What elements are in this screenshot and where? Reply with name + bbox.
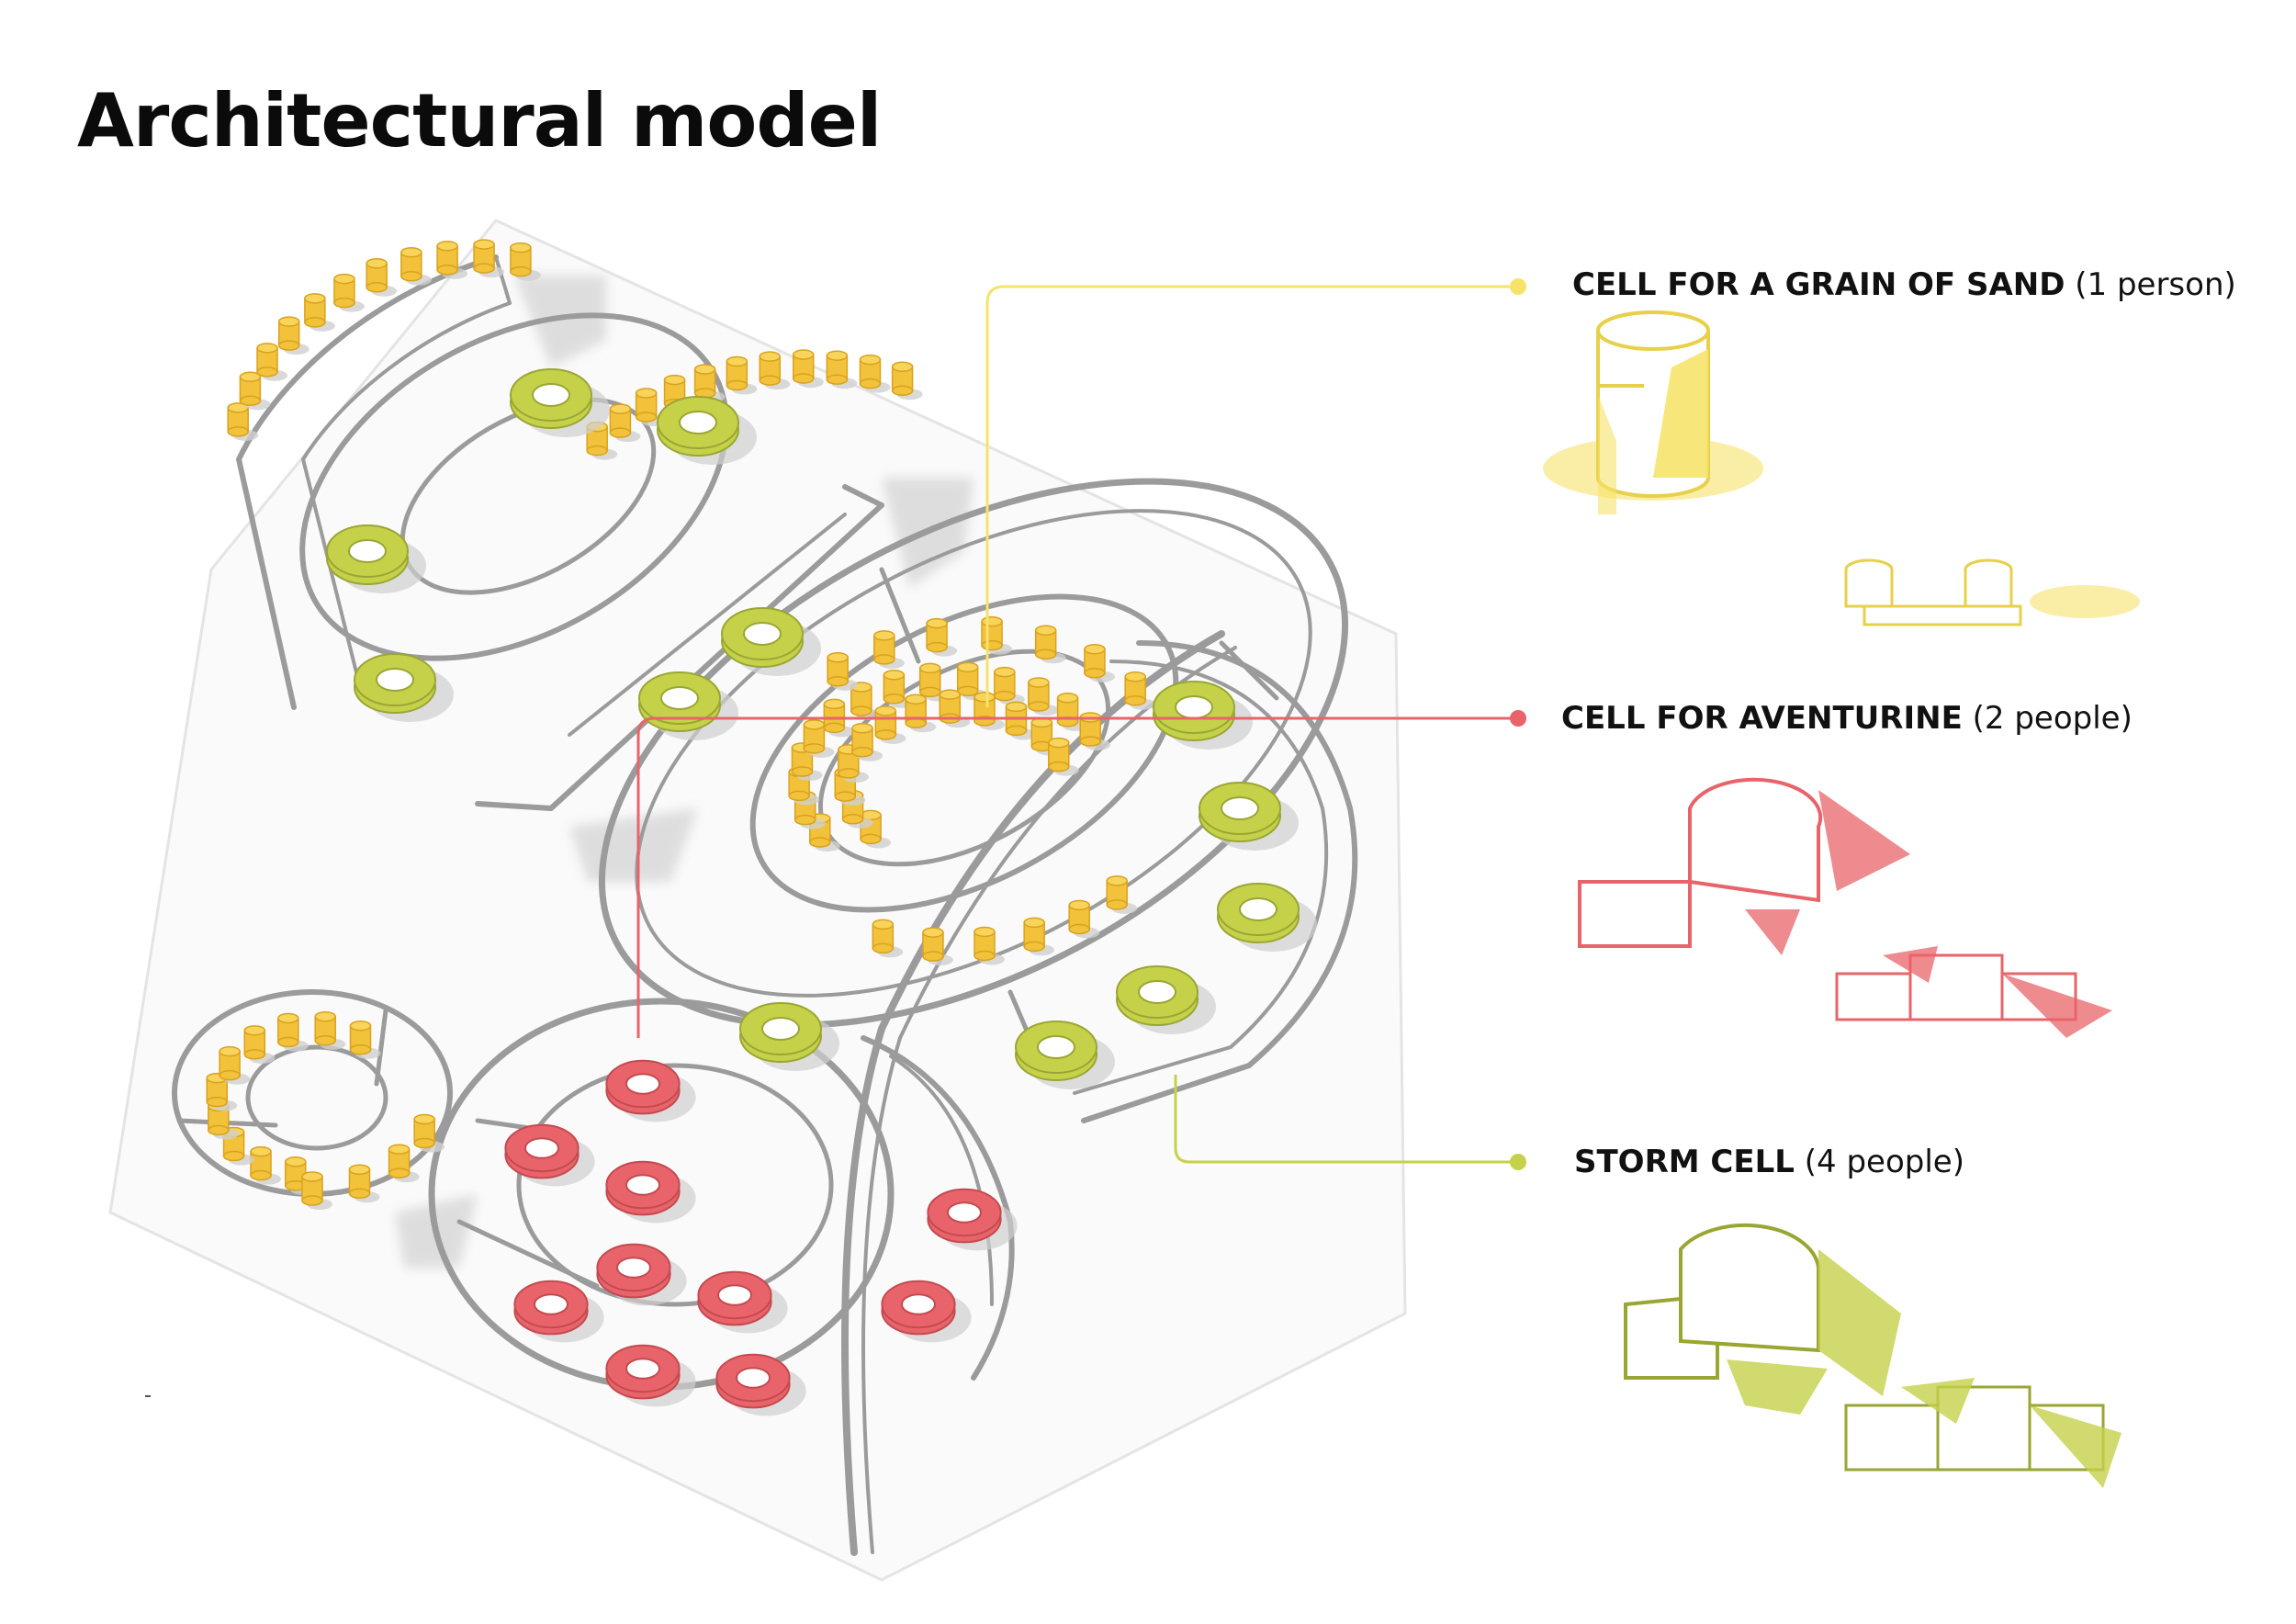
storm-cell xyxy=(657,396,757,465)
cylinder-cell-icon xyxy=(1543,310,2140,626)
aventurine-cell xyxy=(596,1243,687,1306)
storm-cell xyxy=(1153,681,1253,750)
sand-cell xyxy=(277,316,310,355)
storm-cell xyxy=(1199,782,1299,851)
sand-cell xyxy=(1023,917,1055,956)
storm-cell xyxy=(326,524,426,593)
storm-cell xyxy=(1015,1021,1115,1089)
storm-cell xyxy=(1217,883,1317,952)
sand-cell xyxy=(436,241,468,279)
aventurine-cell xyxy=(504,1123,595,1187)
storm-cell xyxy=(739,1002,839,1071)
sand-cell xyxy=(851,722,884,761)
sand-cell xyxy=(314,1010,346,1050)
aventurine-cell xyxy=(715,1353,806,1416)
sand-cell xyxy=(1068,899,1100,939)
sand-cell xyxy=(974,692,1005,730)
sand-cell xyxy=(510,242,541,281)
storm-cell xyxy=(1116,965,1216,1034)
sand-cell xyxy=(250,1145,282,1185)
sand-cell xyxy=(277,1012,309,1052)
legend-aventurine-name: CELL FOR AVENTURINE xyxy=(1561,700,1963,737)
sand-cell xyxy=(304,293,335,332)
sand-cell xyxy=(1124,671,1156,710)
quad-ring-cell-icon xyxy=(1624,1223,2122,1488)
sand-cell xyxy=(348,1164,380,1203)
sand-cell xyxy=(918,662,951,702)
sand-cell xyxy=(922,927,953,966)
sand-cell xyxy=(243,1025,276,1064)
sand-cell xyxy=(1084,643,1115,682)
aventurine-cell xyxy=(881,1280,972,1343)
aventurine-cell xyxy=(697,1270,788,1334)
aventurine-cell xyxy=(513,1280,604,1343)
double-ring-cell-icon xyxy=(1578,777,2112,1038)
sand-cell xyxy=(859,354,891,393)
sand-cell xyxy=(793,349,824,389)
sand-cell xyxy=(726,355,758,395)
page-title: Architectural model xyxy=(77,78,882,164)
sand-cell xyxy=(974,926,1006,965)
sand-cell xyxy=(473,239,505,278)
storm-cell xyxy=(354,653,454,722)
sand-cell xyxy=(1106,875,1138,914)
sand-cell xyxy=(872,919,904,958)
sand-cell xyxy=(994,666,1025,705)
sand-cell xyxy=(219,1045,251,1085)
leader-line-aventurine xyxy=(636,716,1515,1038)
sand-cell xyxy=(333,273,365,312)
sand-cell xyxy=(366,257,398,297)
legend-storm-capacity: (4 people) xyxy=(1804,1144,1964,1180)
sand-cell xyxy=(301,1171,332,1210)
sand-cell xyxy=(823,698,855,738)
sand-cell xyxy=(827,652,859,691)
storm-cell xyxy=(510,368,610,437)
aventurine-cells xyxy=(504,1059,1018,1416)
legend-sand-name: CELL FOR A GRAIN OF SAND xyxy=(1572,266,2065,303)
sand-cell xyxy=(239,371,271,411)
legend-label-aventurine: CELL FOR AVENTURINE (2 people) xyxy=(1561,700,2133,737)
sand-cell xyxy=(388,1144,420,1183)
aventurine-cell xyxy=(605,1160,696,1224)
sand-cell xyxy=(227,402,259,441)
sand-cell xyxy=(635,388,667,427)
sand-cell xyxy=(873,630,905,669)
sand-cell xyxy=(208,1100,239,1140)
sand-cell xyxy=(256,343,288,381)
legend-aventurine-capacity: (2 people) xyxy=(1972,700,2133,737)
legend-label-storm: STORM CELL (4 people) xyxy=(1574,1144,1964,1180)
sand-cell xyxy=(926,617,958,657)
sand-cell xyxy=(400,246,432,286)
leader-line-sand xyxy=(985,285,1515,707)
sand-cell xyxy=(1028,677,1059,716)
leader-line-storm xyxy=(1174,1075,1515,1164)
leader-lines xyxy=(636,278,1526,1170)
sand-cell xyxy=(759,351,791,390)
storm-cell xyxy=(721,607,821,676)
sand-cell xyxy=(891,361,923,400)
sand-cell xyxy=(413,1113,445,1153)
sand-cell xyxy=(874,705,906,744)
sand-cell xyxy=(838,744,869,783)
sand-cell xyxy=(1048,737,1079,776)
legend-sand-capacity: (1 person) xyxy=(2075,266,2236,303)
aventurine-cell xyxy=(927,1188,1018,1251)
sand-cells xyxy=(206,239,1156,1210)
sand-cell xyxy=(349,1020,381,1059)
sand-cell xyxy=(1034,625,1066,664)
legend-label-sand: CELL FOR A GRAIN OF SAND (1 person) xyxy=(1572,266,2236,303)
legend-storm-name: STORM CELL xyxy=(1574,1144,1795,1180)
sand-cell xyxy=(609,403,641,443)
storm-cells xyxy=(326,368,1317,1089)
sand-cell xyxy=(826,350,858,389)
aventurine-cell xyxy=(605,1059,696,1122)
sand-cell xyxy=(803,719,835,758)
aventurine-cell xyxy=(605,1344,696,1407)
